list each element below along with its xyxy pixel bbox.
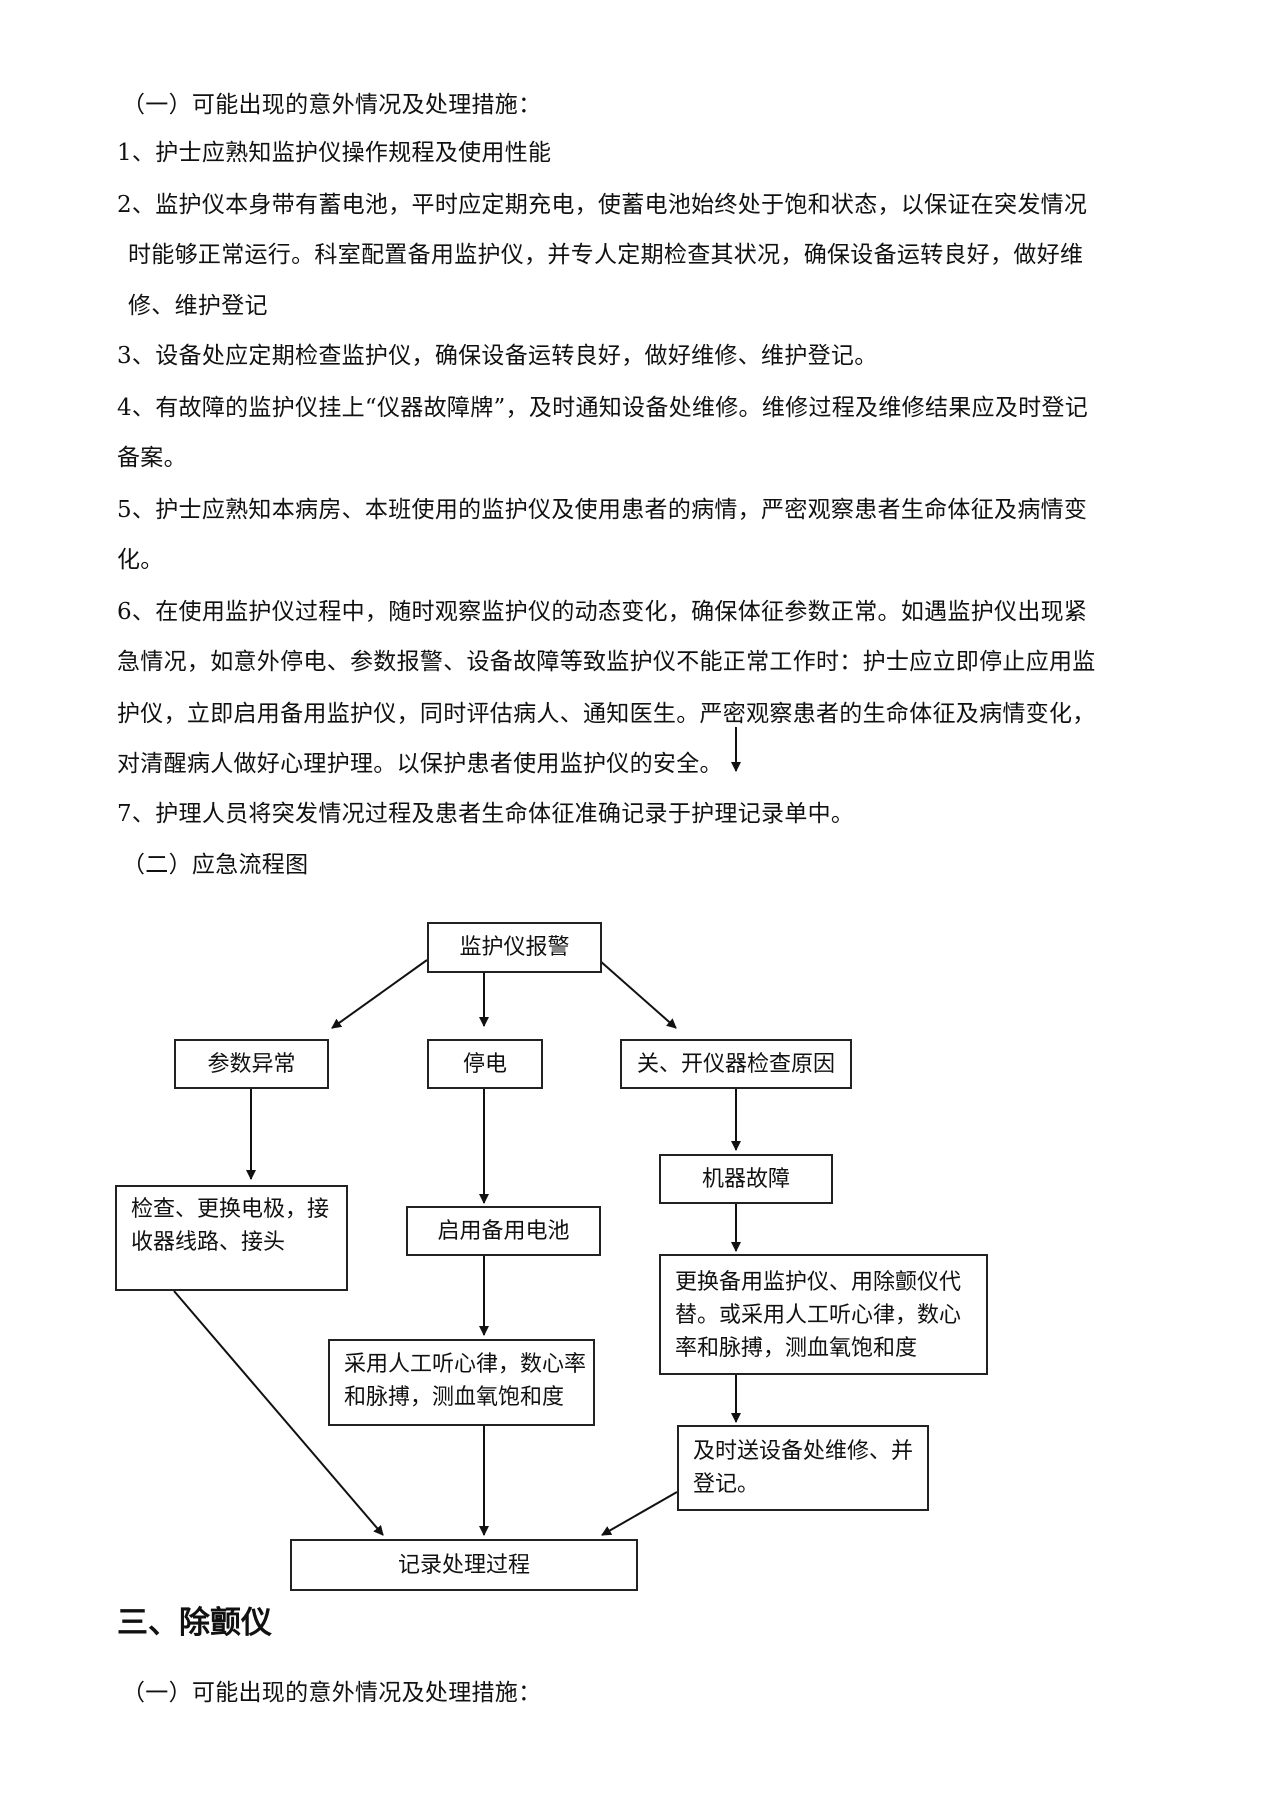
paragraph-line: 化。 (117, 547, 164, 573)
flow-node-text: 更换备用监护仪、用除颤仪代 (675, 1270, 962, 1295)
flow-node-record: 记录处理过程 (290, 1539, 638, 1591)
paragraph-line: 急情况，如意外停电、参数报警、设备故障等致监护仪不能正常工作时：护士应立即停止应… (117, 649, 1096, 675)
paragraph-line: 5、护士应熟知本病房、本班使用的监护仪及使用患者的病情，严密观察患者生命体征及病… (117, 497, 1088, 523)
paragraph-line: 对清醒病人做好心理护理。以保护患者使用监护仪的安全。 (117, 751, 723, 777)
flow-node-text: 检查、更换电极，接 (131, 1197, 330, 1222)
flow-node-send-repair: 及时送设备处维修、并 登记。 (677, 1425, 929, 1511)
paragraph-line: 护仪，立即启用备用监护仪，同时评估病人、通知医生。严密观察患者的生命体征及病情变… (117, 701, 1096, 727)
arrow-repair-to-record (601, 1491, 678, 1536)
flow-node-text: 和脉搏，测血氧饱和度 (344, 1385, 565, 1410)
flow-node-param-abnormal: 参数异常 (174, 1039, 329, 1089)
section-title-defibrillator: 三、除颤仪 (117, 1605, 272, 1641)
flow-node-backup-battery: 启用备用电池 (406, 1206, 601, 1256)
paragraph-line: 备案。 (117, 445, 187, 471)
flow-node-text: 及时送设备处维修、并 (693, 1439, 914, 1464)
flow-node-replace-monitor: 更换备用监护仪、用除颤仪代 替。或采用人工听心律，数心 率和脉搏，测血氧饱和度 (659, 1254, 988, 1375)
flow-node-text: 收器线路、接头 (131, 1230, 286, 1255)
arrow-alarm-to-param (331, 959, 428, 1029)
flow-node-restart-check: 关、开仪器检查原因 (620, 1039, 852, 1089)
arrow-check-to-record (173, 1290, 384, 1536)
paragraph-line: 时能够正常运行。科室配置备用监护仪，并专人定期检查其状况，确保设备运转良好，做好… (128, 242, 1084, 268)
flow-node-manual-monitor: 采用人工听心律，数心率 和脉搏，测血氧饱和度 (328, 1339, 595, 1426)
paragraph-line: 7、护理人员将突发情况过程及患者生命体征准确记录于护理记录单中。 (117, 801, 855, 827)
paragraph-line: 4、有故障的监护仪挂上“仪器故障牌”，及时通知设备处维修。维修过程及维修结果应及… (117, 395, 1089, 421)
flow-node-check-electrodes: 检查、更换电极，接 收器线路、接头 (115, 1185, 348, 1291)
section-heading-measures: （一）可能出现的意外情况及处理措施： (122, 92, 542, 118)
flow-node-alarm: 监护仪报警 (427, 922, 602, 973)
paragraph-line: 3、设备处应定期检查监护仪，确保设备运转良好，做好维修、维护登记。 (117, 343, 878, 369)
flow-node-text: 登记。 (693, 1472, 760, 1497)
paragraph-line: 1、护士应熟知监护仪操作规程及使用性能 (117, 140, 552, 166)
section-heading-measures-2: （一）可能出现的意外情况及处理措施： (122, 1680, 542, 1706)
paragraph-line: 修、维护登记 (128, 293, 268, 319)
flow-node-machine-fault: 机器故障 (659, 1154, 833, 1204)
flow-node-power-off: 停电 (427, 1039, 543, 1089)
flow-node-text: 率和脉搏，测血氧饱和度 (675, 1336, 918, 1361)
flow-node-text: 采用人工听心律，数心率 (344, 1352, 587, 1377)
paragraph-line: 6、在使用监护仪过程中，随时观察监护仪的动态变化，确保体征参数正常。如遇监护仪出… (117, 599, 1088, 625)
arrow-alarm-to-restart (598, 959, 677, 1029)
section-heading-flowchart: （二）应急流程图 (122, 852, 309, 878)
paragraph-line: 2、监护仪本身带有蓄电池，平时应定期充电，使蓄电池始终处于饱和状态，以保证在突发… (117, 192, 1088, 218)
flow-node-text: 替。或采用人工听心律，数心 (675, 1303, 962, 1328)
